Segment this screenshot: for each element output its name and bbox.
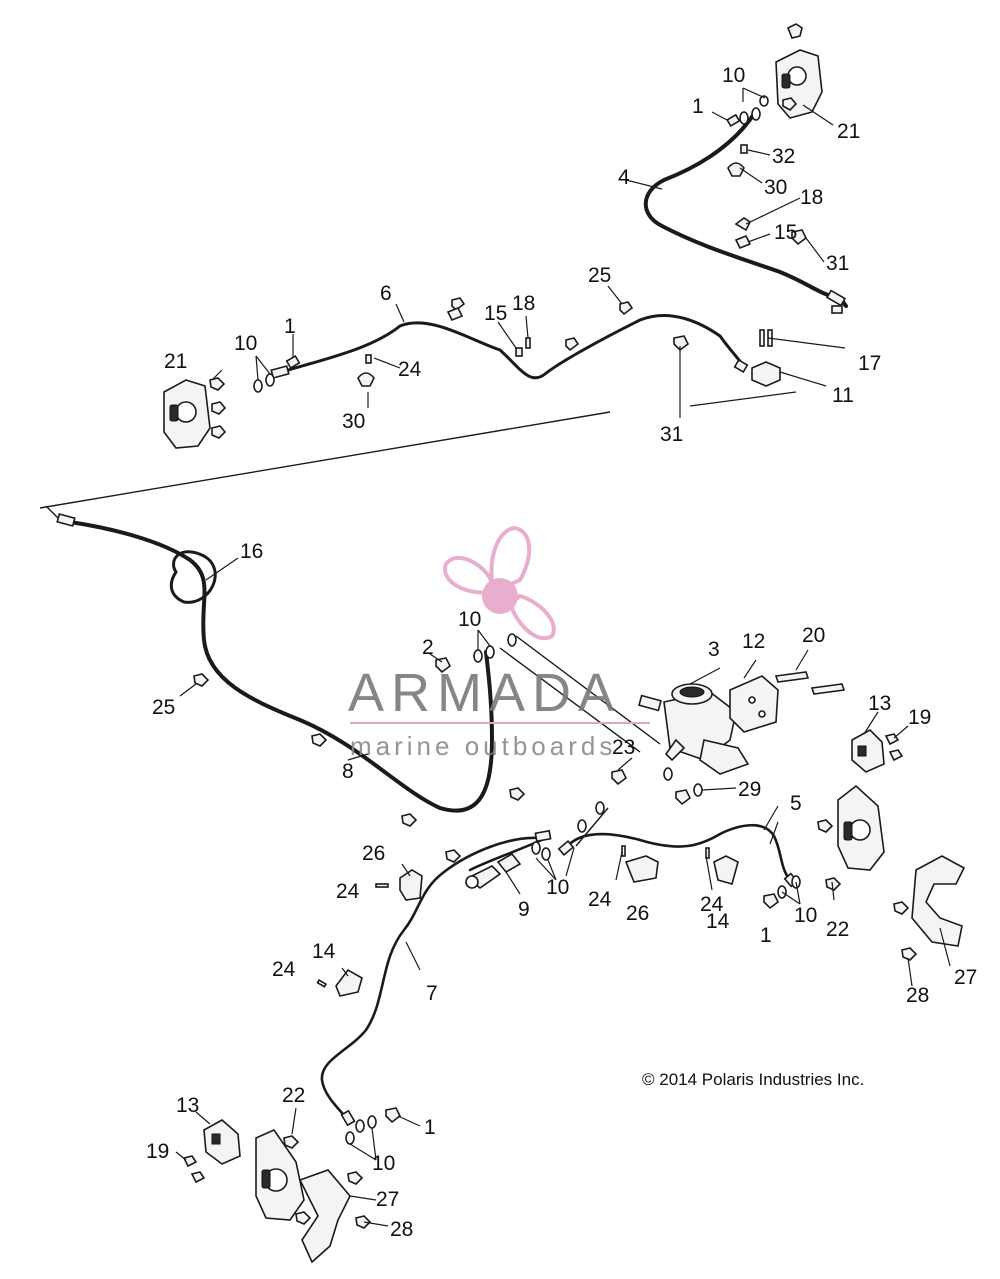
callout-22-left: 22: [282, 1084, 305, 1107]
switch-9: [465, 852, 522, 895]
callout-27-right: 27: [954, 966, 977, 989]
callout-1-c: 1: [760, 924, 772, 947]
callout-25-top: 25: [588, 264, 611, 287]
callout-15-top: 15: [774, 221, 797, 244]
callout-20: 20: [802, 624, 825, 647]
fittings-top: [726, 95, 808, 250]
callout-24-c1: 24: [588, 888, 612, 911]
callout-1-bottom: 1: [424, 1116, 436, 1139]
callout-21-left: 21: [164, 350, 187, 373]
rear-right-caliper: [817, 784, 885, 891]
rear-left-caliper: [255, 1107, 305, 1221]
callout-24-mid: 24: [398, 358, 422, 381]
callout-11: 11: [832, 384, 854, 407]
callout-10-c: 10: [794, 904, 817, 927]
master-cylinder: [638, 683, 750, 775]
callout-29: 29: [738, 778, 761, 801]
callout-26-left: 26: [362, 842, 385, 865]
callout-28-right: 28: [906, 984, 929, 1007]
top-right-leaders: [625, 87, 834, 263]
mount-bracket-12: [729, 675, 779, 733]
copyright-notice: © 2014 Polaris Industries Inc.: [642, 1070, 865, 1089]
watermark-brand: ARMADA: [348, 663, 622, 723]
callout-17: 17: [858, 352, 881, 375]
callout-7: 7: [426, 982, 438, 1005]
callout-32: 32: [772, 145, 795, 168]
fittings-bottom: [345, 1107, 421, 1161]
callout-16: 16: [240, 540, 263, 563]
callout-13-left: 13: [176, 1094, 199, 1117]
master-leaders: [429, 629, 809, 791]
callout-10-center: 10: [458, 608, 481, 631]
callout-6: 6: [380, 282, 392, 305]
callout-24-left: 24: [336, 880, 360, 903]
brake-line-7: [320, 829, 552, 1127]
callout-2: 2: [422, 636, 434, 659]
callout-8: 8: [342, 760, 354, 783]
caliper-mount-27-left: [295, 1169, 389, 1264]
callout-27-left: 27: [376, 1188, 399, 1211]
clips-line-7: [316, 863, 423, 997]
callout-1-left: 1: [284, 315, 296, 338]
watermark-tagline: marine outboards: [350, 731, 617, 761]
callout-9: 9: [518, 898, 530, 921]
brake-pad-13-right: [851, 729, 904, 773]
callout-19-left: 19: [146, 1140, 169, 1163]
propeller-icon: [442, 525, 556, 641]
front-right-caliper: [775, 23, 823, 119]
callout-1-top: 1: [692, 95, 704, 118]
caliper-mount-27-right: [893, 855, 966, 961]
callout-26-c: 26: [626, 902, 649, 925]
callout-4: 4: [618, 166, 630, 189]
callout-30-top: 30: [764, 176, 787, 199]
callout-labels: 10 1 21 32 4 30 18 15 31 6 1 10 21 24 30…: [146, 64, 977, 1241]
front-left-caliper: [163, 377, 227, 449]
clips-line-5: [615, 845, 739, 891]
callout-12: 12: [742, 630, 765, 653]
callout-18-top: 18: [800, 186, 823, 209]
fittings-master: [435, 633, 703, 806]
reference-line: [39, 411, 611, 509]
callout-23: 23: [612, 736, 635, 759]
callout-5: 5: [790, 792, 802, 815]
callout-19-right: 19: [908, 706, 931, 729]
callout-30-mid: 30: [342, 410, 365, 433]
callout-10-top: 10: [722, 64, 745, 87]
callout-3: 3: [708, 638, 720, 661]
callout-15-mid: 15: [484, 302, 507, 325]
fittings-mid: [253, 297, 781, 393]
bolts-20: [774, 671, 846, 695]
callout-31-top: 31: [826, 252, 849, 275]
leaders-line-8: [179, 557, 369, 761]
callout-28-left: 28: [390, 1218, 413, 1241]
callout-24-left2: 24: [272, 958, 296, 981]
brake-line-4: [643, 112, 848, 314]
mid-leaders: [211, 285, 846, 418]
callout-10-left: 10: [234, 332, 257, 355]
callout-25-left: 25: [152, 696, 175, 719]
callout-10-lower: 10: [546, 876, 569, 899]
brake-line-8: [45, 505, 494, 813]
callout-10-bottom: 10: [372, 1152, 395, 1175]
callout-31-mid: 31: [660, 423, 683, 446]
right-leaders: [769, 711, 951, 987]
brake-pad-13-left: [175, 1111, 241, 1184]
callout-13-right: 13: [868, 692, 891, 715]
callout-14-c: 14: [706, 910, 730, 933]
brake-line-5: [557, 801, 801, 910]
callout-22-right: 22: [826, 918, 849, 941]
callout-18-mid: 18: [512, 292, 535, 315]
watermark-rule: [350, 722, 650, 724]
callout-21-top: 21: [837, 120, 860, 143]
lower-fittings-leaders: [535, 847, 575, 881]
callout-24-c2: 24: [700, 893, 724, 916]
callout-14-left: 14: [312, 940, 336, 963]
clips-line-8: [193, 673, 526, 827]
